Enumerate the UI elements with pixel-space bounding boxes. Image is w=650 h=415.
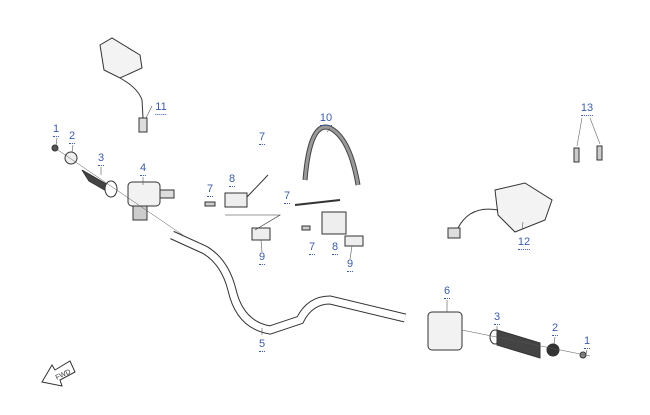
callout-9[interactable]: 9 bbox=[258, 251, 266, 265]
callout-7[interactable]: 7 bbox=[283, 190, 291, 204]
callout-7[interactable]: 7 bbox=[206, 183, 214, 197]
callout-6[interactable]: 6 bbox=[443, 285, 451, 299]
handlebar bbox=[170, 230, 407, 335]
callout-12[interactable]: 12 bbox=[517, 236, 531, 250]
forward-arrow-icon: FWD bbox=[41, 360, 76, 387]
callout-7[interactable]: 7 bbox=[308, 241, 316, 255]
switch-parts bbox=[204, 174, 364, 247]
callout-8[interactable]: 8 bbox=[331, 241, 339, 255]
callout-2[interactable]: 2 bbox=[68, 130, 76, 144]
callout-5[interactable]: 5 bbox=[258, 338, 266, 352]
callout-8[interactable]: 8 bbox=[228, 173, 236, 187]
callout-3[interactable]: 3 bbox=[493, 311, 501, 325]
callout-1[interactable]: 1 bbox=[52, 123, 60, 137]
callout-10[interactable]: 10 bbox=[319, 112, 333, 126]
right-mirror bbox=[447, 182, 553, 239]
leader-lines bbox=[55, 105, 588, 355]
right-grip-assembly bbox=[427, 311, 591, 359]
left-grip-assembly bbox=[51, 144, 191, 241]
callout-3[interactable]: 3 bbox=[97, 152, 105, 166]
left-mirror bbox=[99, 37, 148, 133]
bolts bbox=[573, 117, 603, 163]
callout-4[interactable]: 4 bbox=[139, 162, 147, 176]
callout-11[interactable]: 11 bbox=[155, 101, 167, 115]
callout-7[interactable]: 7 bbox=[258, 131, 266, 145]
callout-13[interactable]: 13 bbox=[580, 102, 594, 116]
callout-1[interactable]: 1 bbox=[583, 335, 591, 349]
brake-hose bbox=[302, 124, 361, 186]
callout-9[interactable]: 9 bbox=[346, 258, 354, 272]
callout-2[interactable]: 2 bbox=[551, 322, 559, 336]
